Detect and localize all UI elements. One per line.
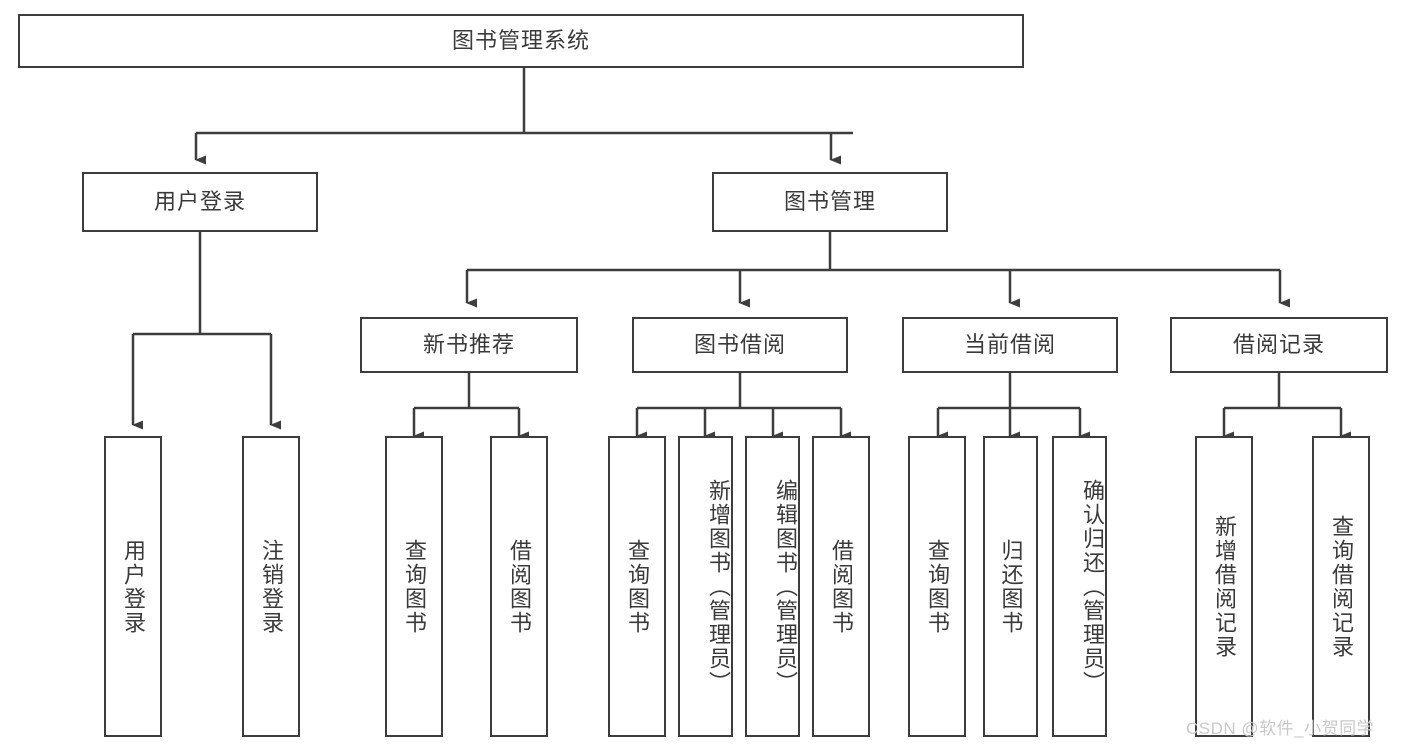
node-root[interactable]: 图书管理系统 <box>18 14 1024 68</box>
leaf-add-book[interactable]: 新增图书（管理员） <box>678 436 733 737</box>
node-new-book-recommend[interactable]: 新书推荐 <box>360 317 578 373</box>
watermark: CSDN @软件_小贺同学 <box>1186 719 1375 738</box>
leaf-query-borrow-record[interactable]: 查询借阅记录 <box>1312 436 1370 737</box>
leaf-user-login[interactable]: 用户登录 <box>104 436 162 737</box>
leaf-query-book-3[interactable]: 查询图书 <box>908 436 966 737</box>
leaf-logout[interactable]: 注销登录 <box>242 436 300 737</box>
leaf-add-borrow-record[interactable]: 新增借阅记录 <box>1195 436 1253 737</box>
node-borrow-record[interactable]: 借阅记录 <box>1170 317 1388 373</box>
node-current-borrow[interactable]: 当前借阅 <box>902 317 1118 373</box>
node-book-manage[interactable]: 图书管理 <box>712 172 948 232</box>
leaf-confirm-return[interactable]: 确认归还（管理员） <box>1052 436 1107 737</box>
node-user-login[interactable]: 用户登录 <box>82 172 318 232</box>
leaf-query-book-1[interactable]: 查询图书 <box>385 436 443 737</box>
leaf-borrow-book-1[interactable]: 借阅图书 <box>490 436 548 737</box>
leaf-borrow-book-2[interactable]: 借阅图书 <box>812 436 870 737</box>
leaf-edit-book[interactable]: 编辑图书（管理员） <box>745 436 800 737</box>
leaf-query-book-2[interactable]: 查询图书 <box>608 436 666 737</box>
leaf-return-book[interactable]: 归还图书 <box>983 436 1038 737</box>
node-book-borrow[interactable]: 图书借阅 <box>632 317 848 373</box>
